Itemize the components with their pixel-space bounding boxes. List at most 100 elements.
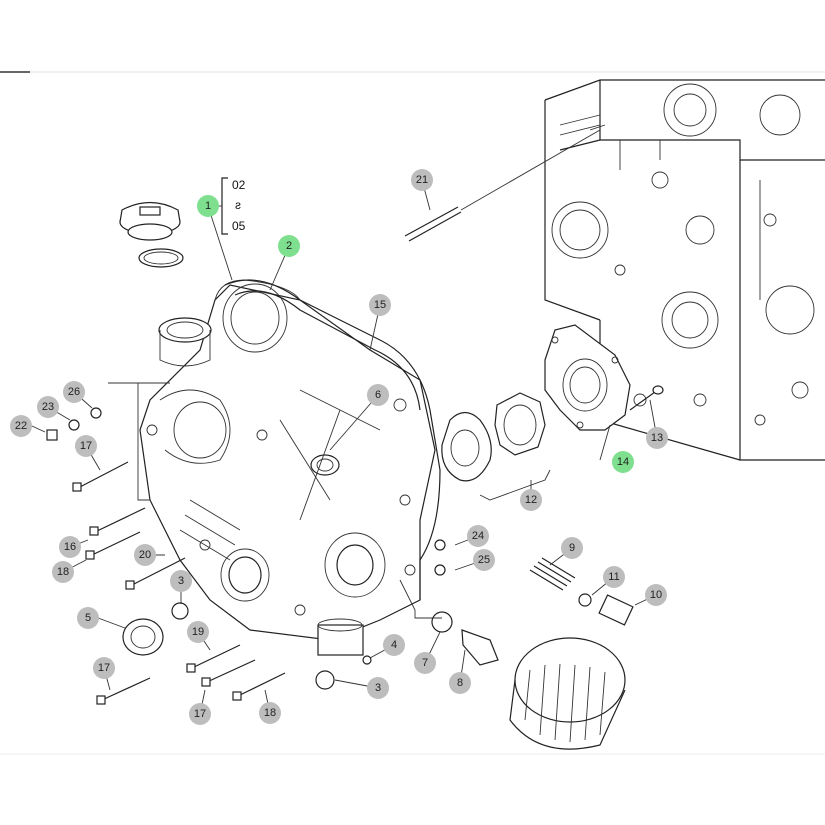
- callout-2[interactable]: 2: [278, 235, 300, 257]
- callout-12-label: 12: [525, 494, 537, 506]
- callout-17-left[interactable]: 17: [93, 657, 115, 679]
- callout-25[interactable]: 25: [473, 549, 495, 571]
- callout-17-bottom-label: 17: [194, 708, 206, 720]
- plug-washers: [46, 407, 102, 441]
- callout-17-top-label: 17: [80, 440, 92, 452]
- callout-13[interactable]: 13: [646, 427, 668, 449]
- callout-10-label: 10: [650, 589, 662, 601]
- callout-18-bottom-badge: [259, 702, 281, 724]
- callout-6-label: 6: [375, 389, 381, 401]
- callout-16-label: 16: [64, 541, 76, 553]
- callout-18-left[interactable]: 18: [52, 561, 74, 583]
- callout-3-lower-label: 3: [375, 682, 381, 694]
- callout-5-badge: [77, 607, 99, 629]
- oil-filter: [509, 637, 626, 750]
- callout-17-left-badge: [93, 657, 115, 679]
- callout-10-badge: [645, 584, 667, 606]
- callout-3-upper[interactable]: 3: [170, 570, 192, 592]
- variant-mid-label: ƨ: [235, 198, 241, 212]
- callout-19-label: 19: [192, 626, 204, 638]
- dowel-pin: [404, 129, 601, 242]
- callout-15[interactable]: 15: [369, 294, 391, 316]
- callout-14[interactable]: 14: [612, 451, 634, 473]
- callout-9-label: 9: [569, 542, 575, 554]
- callout-11[interactable]: 11: [603, 566, 625, 588]
- oil-filler-cap: [119, 201, 184, 268]
- callout-21-badge: [411, 169, 433, 191]
- callout-1[interactable]: 1: [197, 195, 219, 217]
- callout-7-badge: [414, 652, 436, 674]
- relief-valve: [529, 557, 634, 626]
- callout-26-label: 26: [68, 386, 80, 398]
- callout-11-badge: [603, 566, 625, 588]
- callout-4-label: 4: [391, 639, 397, 651]
- callout-22[interactable]: 22: [10, 415, 32, 437]
- callout-18-left-label: 18: [57, 566, 69, 578]
- cover-bolts: [72, 461, 286, 705]
- variant-bottom-label: 05: [232, 219, 246, 233]
- callout-8-label: 8: [457, 677, 463, 689]
- callout-11-label: 11: [608, 571, 619, 583]
- callout-18-left-badge: [52, 561, 74, 583]
- callout-26-badge: [63, 381, 85, 403]
- callout-14-badge: [612, 451, 634, 473]
- callout-24[interactable]: 24: [467, 525, 489, 547]
- callout-2-badge: [278, 235, 300, 257]
- callout-9-badge: [561, 537, 583, 559]
- callout-24-label: 24: [472, 530, 484, 542]
- oil-pump-cover: [544, 324, 631, 431]
- callout-17-bottom[interactable]: 17: [189, 703, 211, 725]
- callout-25-label: 25: [478, 554, 490, 566]
- callout-22-label: 22: [15, 420, 27, 432]
- callout-17-bottom-badge: [189, 703, 211, 725]
- callout-1-badge: [197, 195, 219, 217]
- callout-13-badge: [646, 427, 668, 449]
- pump-bolt: [629, 385, 664, 411]
- callout-8[interactable]: 8: [449, 672, 471, 694]
- bottom-sleeve: [317, 618, 372, 665]
- callout-18-bottom[interactable]: 18: [259, 702, 281, 724]
- callout-21[interactable]: 21: [411, 169, 433, 191]
- callout-17-top-badge: [75, 435, 97, 457]
- engine-block: [544, 79, 825, 461]
- callout-9[interactable]: 9: [561, 537, 583, 559]
- callout-13-label: 13: [651, 432, 663, 444]
- callout-4-badge: [383, 634, 405, 656]
- callout-12-badge: [520, 489, 542, 511]
- callout-17-top[interactable]: 17: [75, 435, 97, 457]
- callout-3-upper-badge: [170, 570, 192, 592]
- callout-16-badge: [59, 536, 81, 558]
- callout-26[interactable]: 26: [63, 381, 85, 403]
- cover-gasket: [224, 279, 441, 600]
- callout-20-badge: [134, 544, 156, 566]
- callout-23-badge: [37, 396, 59, 418]
- callout-12[interactable]: 12: [520, 489, 542, 511]
- oil-pump-rotor: [441, 392, 551, 501]
- callout-19[interactable]: 19: [187, 621, 209, 643]
- callout-7[interactable]: 7: [414, 652, 436, 674]
- callout-23[interactable]: 23: [37, 396, 59, 418]
- callout-15-label: 15: [374, 299, 386, 311]
- callout-3-lower[interactable]: 3: [367, 677, 389, 699]
- front-gear-cover: [139, 279, 436, 641]
- callouts: 1 2 3 3 4 5 6 7 8 9 10 11 12 13 14: [10, 169, 668, 725]
- callout-4[interactable]: 4: [383, 634, 405, 656]
- callout-6-badge: [367, 384, 389, 406]
- callout-1-label: 1: [205, 200, 211, 212]
- callout-23-label: 23: [42, 401, 54, 413]
- callout-8-badge: [449, 672, 471, 694]
- callout-5[interactable]: 5: [77, 607, 99, 629]
- callout-10[interactable]: 10: [645, 584, 667, 606]
- callout-16[interactable]: 16: [59, 536, 81, 558]
- callout-20-label: 20: [139, 549, 151, 561]
- washers-fitting: [431, 539, 499, 666]
- variant-bracket: 02 ƨ 05: [218, 177, 246, 235]
- callout-14-label: 14: [617, 456, 629, 468]
- callout-7-label: 7: [422, 657, 428, 669]
- callout-20[interactable]: 20: [134, 544, 156, 566]
- callout-21-label: 21: [416, 174, 428, 186]
- callout-24-badge: [467, 525, 489, 547]
- callout-6[interactable]: 6: [367, 384, 389, 406]
- variant-top-label: 02: [232, 178, 246, 192]
